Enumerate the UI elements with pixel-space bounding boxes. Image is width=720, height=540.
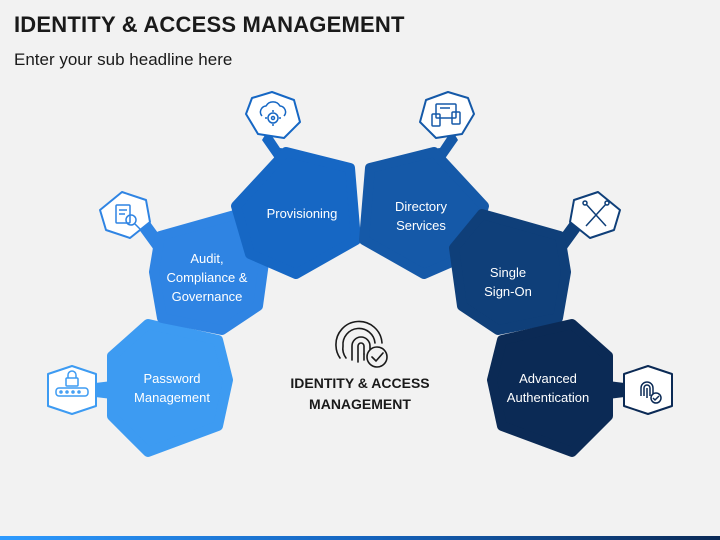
node-advanced-authentication: Advanced Authentication xyxy=(487,319,673,457)
node-directory-services-line2: Services xyxy=(396,218,446,233)
node-advanced-authentication-line2: Authentication xyxy=(507,390,589,405)
node-advanced-authentication-shape xyxy=(487,319,613,457)
node-audit-compliance-line2: Compliance & xyxy=(167,270,248,285)
node-provisioning-icon-shape xyxy=(245,91,301,139)
node-single-sign-on-line1: Single xyxy=(490,265,526,280)
key-cross-icon xyxy=(582,200,610,227)
node-password-management-icon-shape xyxy=(47,365,97,415)
node-provisioning: Provisioning xyxy=(231,91,361,279)
node-directory-services-line1: Directory xyxy=(395,199,448,214)
node-audit-compliance-line3: Governance xyxy=(172,289,243,304)
node-single-sign-on-line2: Sign-On xyxy=(484,284,532,299)
node-password-management: Password Management xyxy=(47,319,233,457)
bottom-accent-bar xyxy=(0,536,720,540)
node-password-management-shape xyxy=(107,319,233,457)
page-subtitle: Enter your sub headline here xyxy=(14,50,233,69)
center-title-line2: MANAGEMENT xyxy=(309,396,411,412)
node-password-management-line1: Password xyxy=(143,371,200,386)
node-single-sign-on: Single Sign-On xyxy=(449,191,621,335)
node-advanced-authentication-line1: Advanced xyxy=(519,371,577,386)
node-provisioning-line1: Provisioning xyxy=(267,206,338,221)
cloud-gear-icon xyxy=(259,101,287,126)
node-single-sign-on-shape xyxy=(449,209,571,335)
fingerprint-shield-icon xyxy=(640,381,662,404)
node-password-management-line2: Management xyxy=(134,390,210,405)
page-title: IDENTITY & ACCESS MANAGEMENT xyxy=(14,12,405,37)
center-title-line1: IDENTITY & ACCESS xyxy=(290,375,429,391)
center-block: IDENTITY & ACCESS MANAGEMENT xyxy=(290,320,430,412)
node-audit-compliance-line1: Audit, xyxy=(190,251,223,266)
node-advanced-authentication-icon-shape xyxy=(623,365,673,415)
fingerprint-check-icon xyxy=(335,320,388,368)
node-provisioning-shape xyxy=(231,147,361,279)
node-directory-services-icon-shape xyxy=(419,91,475,139)
password-lock-icon xyxy=(55,370,89,397)
directory-devices-icon xyxy=(431,103,461,127)
audit-document-icon xyxy=(115,204,141,230)
